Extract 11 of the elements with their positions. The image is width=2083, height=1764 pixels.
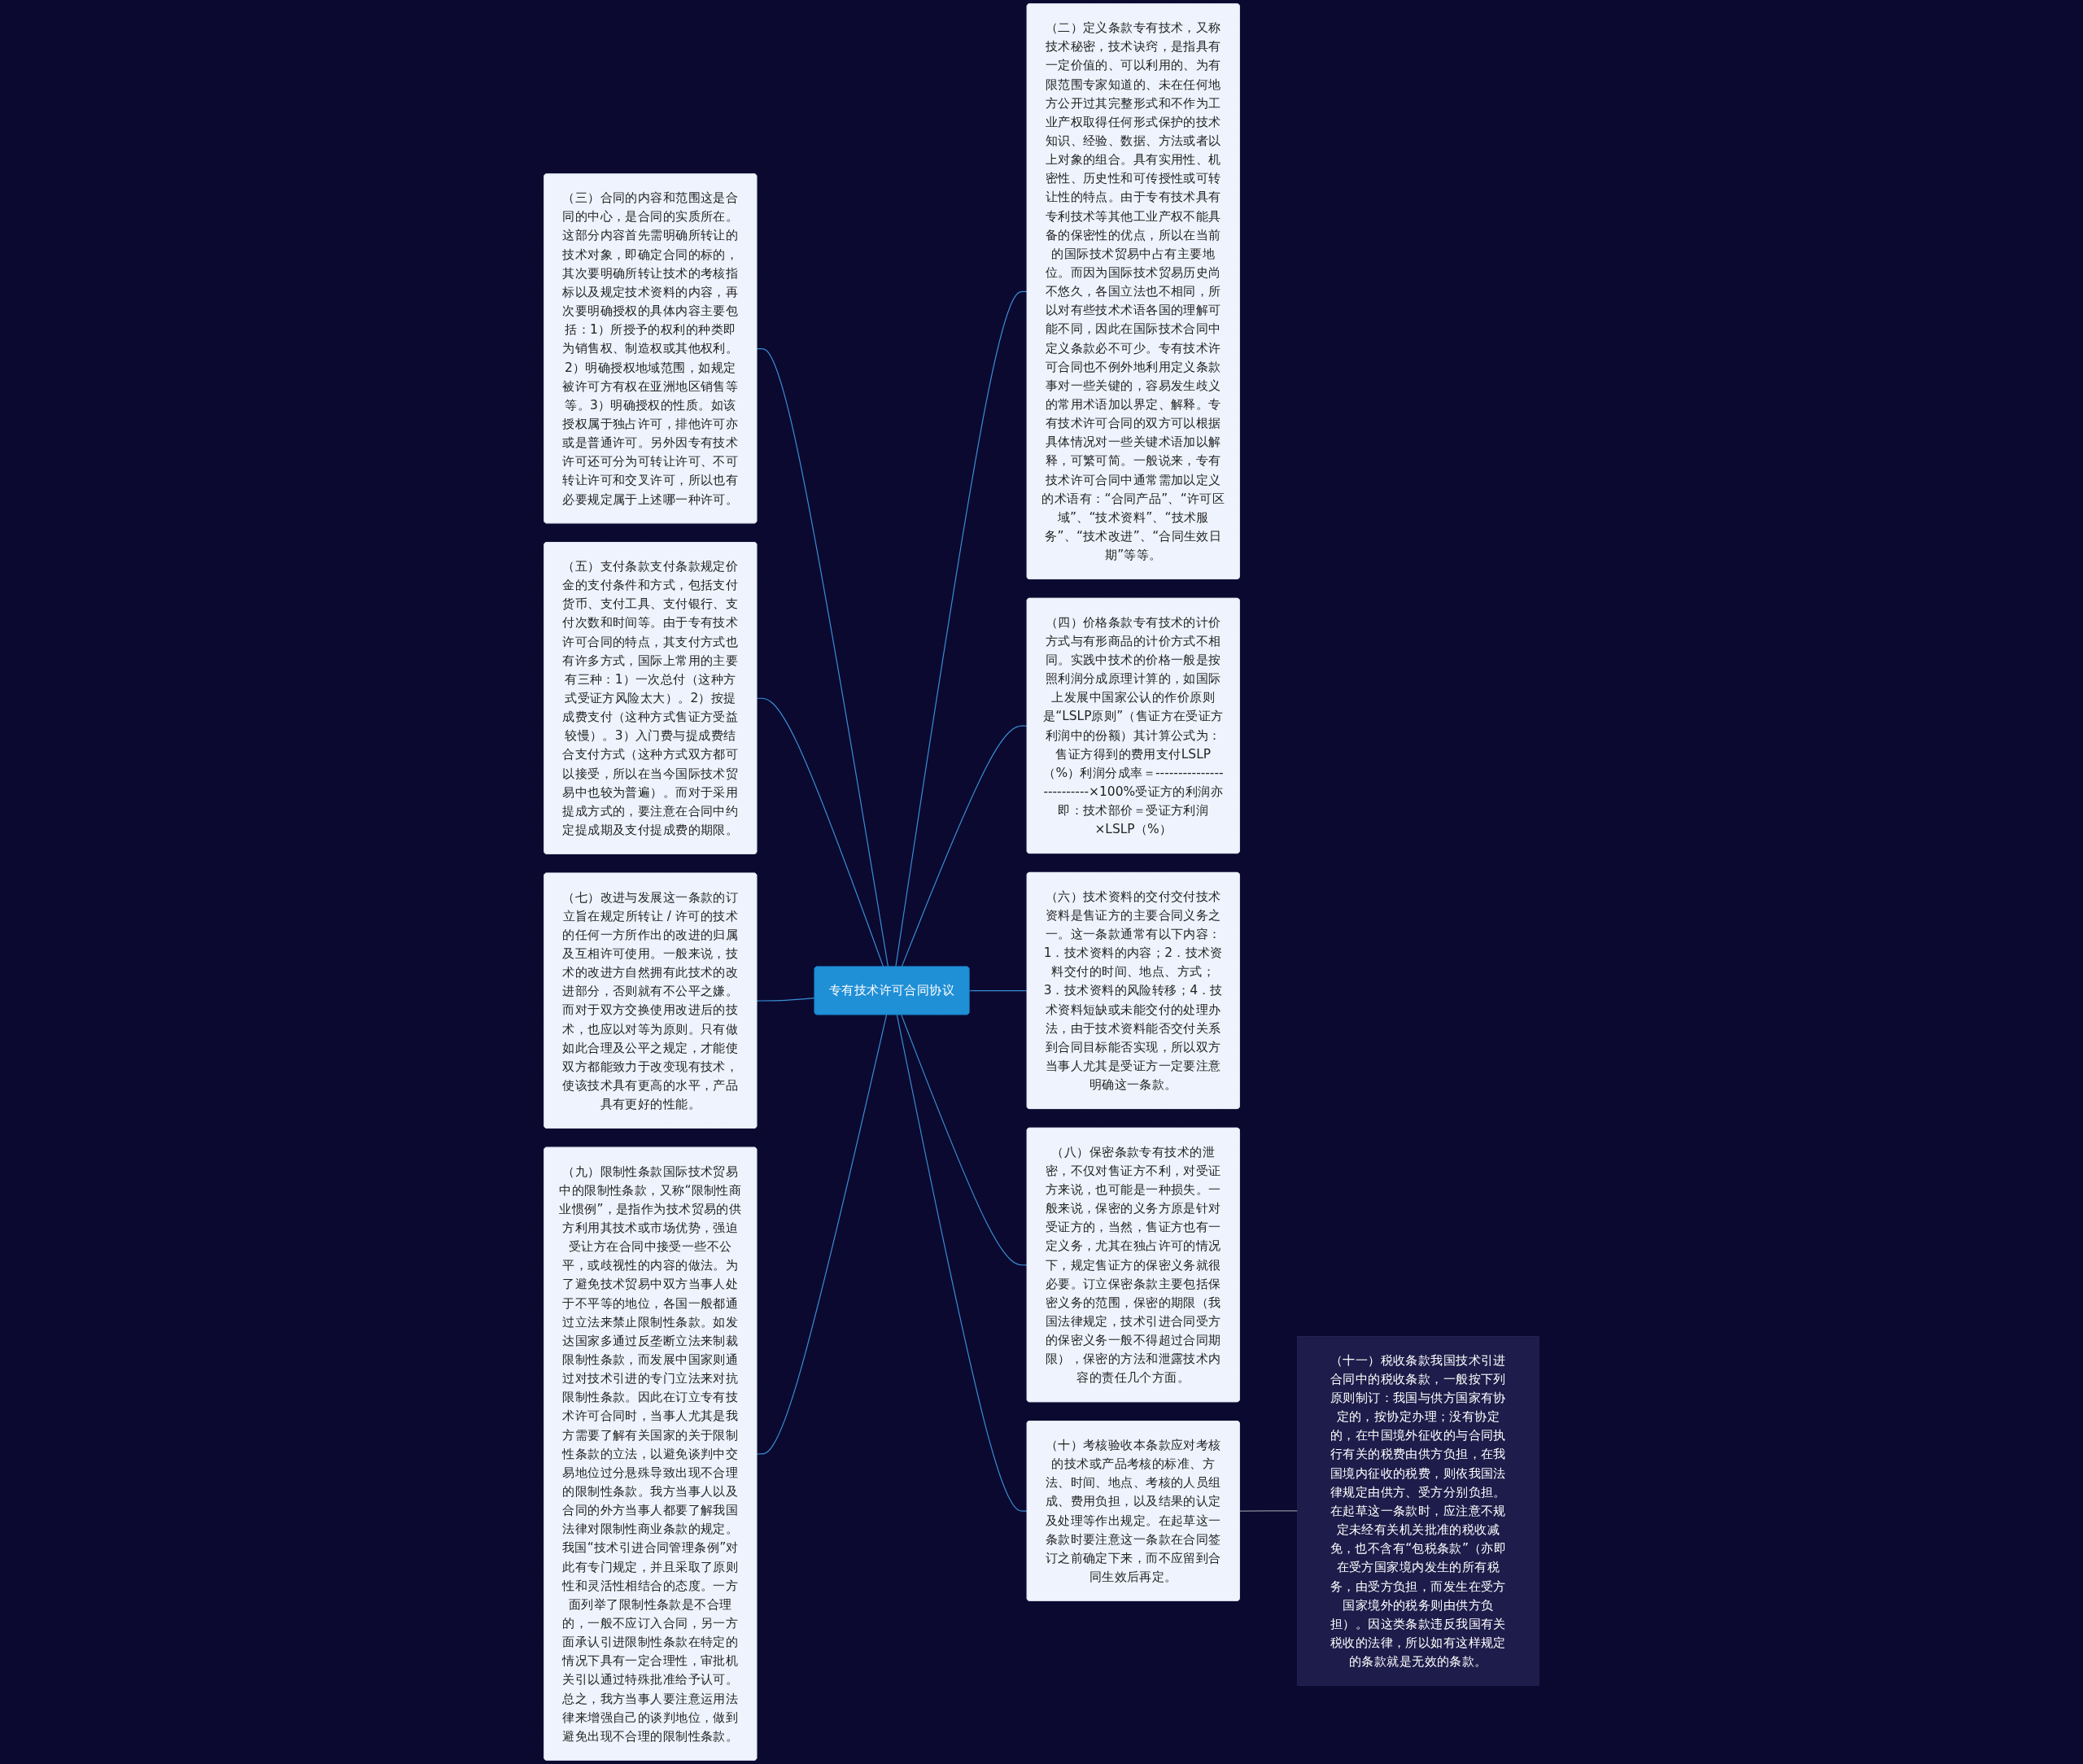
connector <box>896 1014 1028 1512</box>
connector <box>756 1014 888 1455</box>
connector <box>756 998 815 1002</box>
connector <box>968 989 1028 992</box>
connector <box>756 347 889 967</box>
connector <box>756 697 884 967</box>
connector <box>901 1014 1028 1266</box>
connector <box>895 290 1028 967</box>
node-box: （十一）税收条款我国技术引进合同中的税收条款，一般按下列原则制订：我国与供方国家有协定的，按协定办理；没有协定的，在中国境外征收的与合同执行有关的税费由供方负担，在我国境内征收的税费，则依我国法律规定由供方、受方分别负担。在起草这一条款时，应注意不规定未经有关机关批准的税收减免，也不含有“包税条款”（亦即在受方国家境内发生的所有税务，由受方负担，而发生在受方国家境外的税务则由供方负担）。因这类条款违反我国有关税收的法律，所以如有这样规定的条款就是无效的条款。 <box>1297 1336 1539 1686</box>
connector <box>1239 1510 1299 1512</box>
connector <box>901 725 1028 967</box>
